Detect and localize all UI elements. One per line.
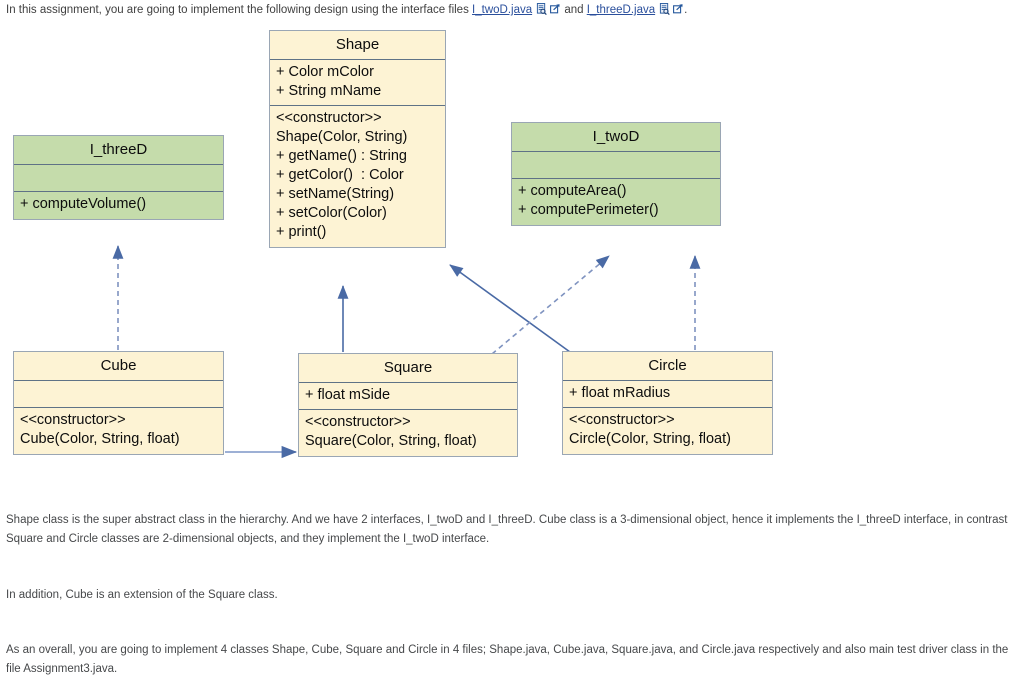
uml-interface-i-twod[interactable]: I_twoD + computeArea() + computePerimete… <box>511 122 721 226</box>
uml-class-shape[interactable]: Shape + Color mColor + String mName <<co… <box>269 30 446 248</box>
uml-operation-row: <<constructor>> <box>305 414 411 430</box>
uml-class-cube-title: Cube <box>14 352 223 381</box>
uml-operation-row: + setColor(Color) <box>276 205 387 221</box>
uml-interface-i-threed[interactable]: I_threeD + computeVolume() <box>13 135 224 220</box>
link-i-twod-java[interactable]: I_twoD.java <box>472 4 533 16</box>
uml-attribute-row: + String mName <box>276 83 382 99</box>
uml-interface-i-threed-operations: + computeVolume() <box>14 192 223 219</box>
link-i-threed-java[interactable]: I_threeD.java <box>586 4 656 16</box>
uml-operation-row: + print() <box>276 224 327 240</box>
external-link-icon-2[interactable] <box>673 3 683 14</box>
uml-class-circle-title: Circle <box>563 352 772 381</box>
uml-interface-i-twod-attributes <box>512 152 720 179</box>
uml-operation-row: + computeVolume() <box>20 196 147 212</box>
intro-text-middle: and <box>564 4 584 16</box>
uml-attribute-row-empty <box>20 384 217 403</box>
uml-interface-i-twod-operations: + computeArea() + computePerimeter() <box>512 179 720 225</box>
intro-text-after: . <box>684 4 688 16</box>
uml-attribute-row: + float mSide <box>305 387 391 403</box>
uml-class-square[interactable]: Square + float mSide <<constructor>> Squ… <box>298 353 518 457</box>
uml-operation-row: <<constructor>> <box>276 110 382 126</box>
uml-class-shape-operations: <<constructor>> Shape(Color, String) + g… <box>270 106 445 247</box>
description-paragraph-1: Shape class is the super abstract class … <box>6 514 1008 545</box>
uml-class-cube[interactable]: Cube <<constructor>> Cube(Color, String,… <box>13 351 224 455</box>
uml-class-circle[interactable]: Circle + float mRadius <<constructor>> C… <box>562 351 773 455</box>
uml-attribute-row-empty <box>518 155 714 174</box>
uml-class-cube-attributes <box>14 381 223 408</box>
uml-operation-row: Circle(Color, String, float) <box>569 431 731 447</box>
uml-operation-row: <<constructor>> <box>20 412 126 428</box>
uml-attribute-row: + float mRadius <box>569 385 671 401</box>
uml-class-shape-title: Shape <box>270 31 445 60</box>
uml-class-square-attributes: + float mSide <box>299 383 517 410</box>
uml-class-shape-attributes: + Color mColor + String mName <box>270 60 445 106</box>
uml-class-circle-attributes: + float mRadius <box>563 381 772 408</box>
external-link-icon[interactable] <box>550 3 560 14</box>
uml-class-circle-operations: <<constructor>> Circle(Color, String, fl… <box>563 408 772 454</box>
intro-text-before: In this assignment, you are going to imp… <box>6 4 469 16</box>
uml-operation-row: Shape(Color, String) <box>276 129 408 145</box>
uml-interface-i-threed-attributes <box>14 165 223 192</box>
uml-operation-row: Square(Color, String, float) <box>305 433 477 449</box>
edge-circle-extends-shape <box>449 264 571 353</box>
uml-class-square-title: Square <box>299 354 517 383</box>
assignment-intro-line: In this assignment, you are going to imp… <box>6 2 687 18</box>
uml-operation-row: <<constructor>> <box>569 412 675 428</box>
uml-class-square-operations: <<constructor>> Square(Color, String, fl… <box>299 410 517 456</box>
uml-interface-i-threed-title: I_threeD <box>14 136 223 165</box>
uml-operation-row: + computePerimeter() <box>518 202 659 218</box>
uml-operation-row: + computeArea() <box>518 183 627 199</box>
description-paragraph-2: In addition, Cube is an extension of the… <box>6 589 278 601</box>
uml-class-cube-operations: <<constructor>> Cube(Color, String, floa… <box>14 408 223 454</box>
uml-interface-i-twod-title: I_twoD <box>512 123 720 152</box>
description-paragraph-3: As an overall, you are going to implemen… <box>6 644 1009 675</box>
uml-operation-row: Cube(Color, String, float) <box>20 431 180 447</box>
uml-class-diagram: Shape + Color mColor + String mName <<co… <box>0 22 1024 502</box>
file-document-icon-2[interactable] <box>659 3 670 16</box>
uml-attribute-row: + Color mColor <box>276 64 374 80</box>
uml-operation-row: + getName() : String <box>276 148 407 164</box>
uml-operation-row: + setName(String) <box>276 186 395 202</box>
file-document-icon[interactable] <box>536 3 547 16</box>
uml-operation-row: + getColor() : Color <box>276 167 404 183</box>
uml-attribute-row-empty <box>20 168 217 187</box>
edge-square-implements-itwod <box>491 255 610 355</box>
